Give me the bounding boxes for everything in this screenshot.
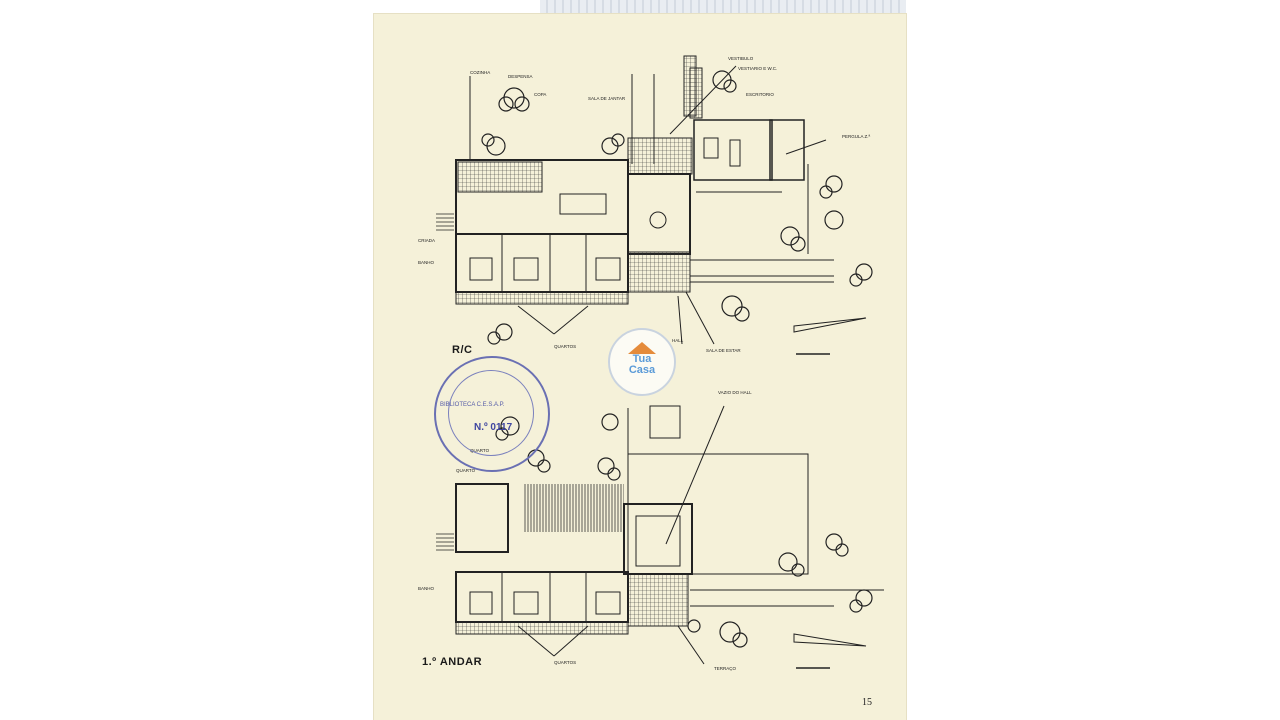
label-pergula: PERGULA Z.ª <box>842 134 871 139</box>
label-cozinha: COZINHA <box>470 70 490 75</box>
label-banho-1f: BANHO <box>418 586 435 591</box>
rc-office-block <box>693 119 773 181</box>
page-edge-strip <box>540 0 906 14</box>
ff-hall-void <box>623 503 693 575</box>
ff-roof-outline <box>627 453 809 575</box>
plan-title-rc: R/C <box>452 344 473 356</box>
ff-terrace-hatch <box>627 573 689 627</box>
label-vazio-hall: VAZIO DO HALL <box>718 390 752 395</box>
document-page: COZINHA DESPENSA COPA SALA DE JANTAR VES… <box>374 14 906 720</box>
library-stamp: BIBLIOTECA C.E.S.A.P. N.º 0117 <box>434 356 550 472</box>
ff-bedroom-block <box>455 483 509 553</box>
ff-void-inner <box>635 515 681 567</box>
house-roof-icon <box>628 342 656 354</box>
rc-round-table <box>649 211 667 229</box>
label-vestibulo: VESTIBULO <box>728 56 754 61</box>
label-banho: BANHO <box>418 260 435 265</box>
label-quartos: QUARTOS <box>554 344 576 349</box>
plan-title-first-floor: 1.º ANDAR <box>422 656 483 668</box>
rc-balcony-hatch <box>455 291 629 305</box>
ff-roof-hatch <box>524 484 624 532</box>
rc-kitchen-hatch <box>457 161 543 193</box>
ff-skylight <box>649 405 681 439</box>
stamp-inner-ring <box>448 370 534 456</box>
rc-hall-block <box>627 173 691 255</box>
ff-balcony-hatch <box>455 621 629 635</box>
rc-bedroom-block <box>455 233 629 293</box>
rc-dining-table <box>559 193 607 215</box>
label-sala-estar: SALA DE ESTAR <box>706 348 741 353</box>
rc-vestibule-hatch <box>627 137 693 175</box>
label-hall: HALL <box>672 338 684 343</box>
stamp-number: N.º 0117 <box>474 422 513 433</box>
label-copa: COPA <box>534 92 546 97</box>
rc-terrace-hatch <box>627 251 691 293</box>
label-vestiario: VESTIARIO E W.C. <box>738 66 777 71</box>
watermark-logo: Tua Casa <box>608 328 676 396</box>
rc-plan <box>436 55 873 355</box>
rc-pergola <box>769 119 805 181</box>
watermark-line1: Tua <box>632 353 652 365</box>
label-terraco: TERRAÇO <box>714 666 737 671</box>
label-escritorio: ESCRITORIO <box>746 92 774 97</box>
label-criada: CRIADA <box>418 238 435 243</box>
stamp-ring-text: BIBLIOTECA C.E.S.A.P. <box>440 402 505 408</box>
watermark-line2: Casa <box>628 364 656 376</box>
label-quarto-2: QUARTO <box>456 468 476 473</box>
floor-plans-drawing: COZINHA DESPENSA COPA SALA DE JANTAR VES… <box>418 55 884 671</box>
page-number: 15 <box>862 697 872 708</box>
label-despensa: DESPENSA <box>508 74 533 79</box>
label-quartos-1f: QUARTOS <box>554 660 576 665</box>
first-floor-plan <box>436 405 884 669</box>
label-sala-jantar: SALA DE JANTAR <box>588 96 626 101</box>
